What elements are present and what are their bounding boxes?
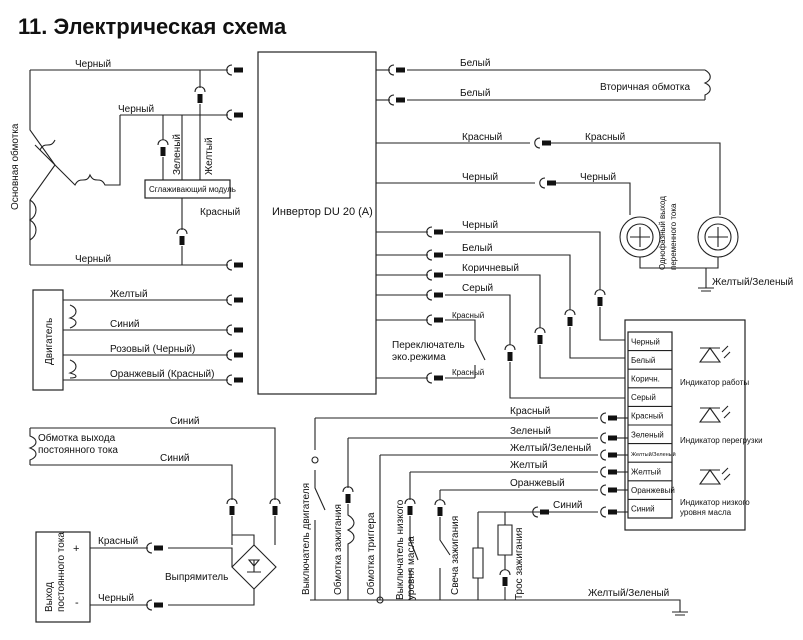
ignition-cable-label: Трос зажигания	[514, 528, 525, 600]
dc-winding-label-1: Обмотка выхода	[38, 432, 116, 444]
wire-label-harness-blue: Синий	[553, 500, 583, 511]
eco-switch-label-1: Переключатель	[392, 340, 465, 351]
ignition-coil-label: Обмотка зажигания	[332, 504, 344, 595]
indicator-oil-label-2: уровня масла	[680, 508, 732, 517]
panel-pin-label: Желтый/Зеленый	[631, 451, 676, 458]
ac-socket-right	[697, 216, 739, 258]
wire-label-secondary-white-2: Белый	[460, 88, 490, 99]
dc-plus-label: +	[73, 543, 79, 555]
wire-label-dc-red: Красный	[98, 536, 138, 547]
led-overload-icon	[698, 405, 731, 423]
wire-label-red-module: Красный	[200, 207, 240, 218]
wire-label-black-1: Черный	[75, 59, 111, 70]
wire-label-dc-blue-2: Синий	[160, 453, 190, 464]
panel-pin-label: Оранжевый	[631, 486, 675, 495]
smoothing-module-label: Сглаживающий модуль	[149, 185, 236, 194]
wire-label-engine-pink: Розовый (Черный)	[110, 344, 195, 355]
panel-pin-label: Коричн.	[631, 375, 660, 384]
led-work-icon	[698, 345, 731, 363]
wire-label-ac-ground: Желтый/Зеленый	[712, 277, 793, 288]
spark-plug-label: Свеча зажигания	[450, 516, 461, 595]
ac-socket-left	[619, 216, 661, 258]
main-winding-label: Основная обмотка	[9, 123, 21, 210]
wire-label-panel-black: Черный	[462, 220, 498, 231]
wire-label-panel-brown: Коричневый	[462, 263, 519, 274]
indicator-work-label: Индикатор работы	[680, 378, 749, 387]
rectifier-label: Выпрямитель	[165, 572, 228, 583]
wire-label-harness-orange: Оранжевый	[510, 478, 565, 489]
dc-output-label-1: Выход	[44, 582, 55, 612]
engine-switch-label: Выключатель двигателя	[301, 483, 312, 595]
wire-label-panel-gray: Серый	[462, 283, 493, 294]
wire-label-black-2: Черный	[118, 104, 154, 115]
dc-output-box	[35, 531, 91, 623]
wire-label-harness-red: Красный	[510, 406, 550, 417]
wire-label-harness-yellow: Желтый	[510, 460, 548, 471]
wire-label-panel-white: Белый	[462, 243, 492, 254]
panel-pin-label: Серый	[631, 393, 656, 402]
dc-winding-label-2: постоянного тока	[38, 445, 118, 456]
wire-label-ac-red-1: Красный	[462, 132, 502, 143]
secondary-winding-label: Вторичная обмотка	[600, 81, 690, 93]
panel-pin-label: Белый	[631, 356, 655, 365]
wire-label-ac-black-2: Черный	[580, 172, 616, 183]
wire-label-engine-blue: Синий	[110, 319, 140, 330]
smoothing-module	[144, 179, 231, 199]
wire-label-engine-yellow: Желтый	[110, 289, 148, 300]
wire-label-ground-bottom: Желтый/Зеленый	[588, 588, 669, 599]
wire-label-eco-red-2: Красный	[452, 368, 484, 377]
ac-output-label-1: Однофазный выход	[658, 196, 667, 270]
inverter-label: Инвертор DU 20 (A)	[272, 206, 373, 218]
inverter-box	[257, 51, 377, 395]
wire-label-dc-black: Черный	[98, 593, 134, 604]
engine-box	[32, 289, 64, 391]
rectifier-bridge	[231, 544, 277, 590]
wire-label-engine-orange: Оранжевый (Красный)	[110, 369, 214, 380]
wire-label-ac-red-2: Красный	[585, 132, 625, 143]
ac-output-label-2: переменного тока	[669, 203, 678, 270]
panel-pin-label: Синий	[631, 505, 655, 514]
wire-label-eco-red-1: Красный	[452, 311, 484, 320]
wire-label-yellow-module: Желтый	[204, 137, 215, 175]
wire-label-secondary-white-1: Белый	[460, 58, 490, 69]
main-winding-coil	[28, 70, 121, 265]
eco-switch-label-2: эко.режима	[392, 352, 446, 363]
indicator-overload-label: Индикатор перегрузки	[680, 436, 763, 445]
dc-minus-label: -	[75, 597, 79, 609]
engine-label: Двигатель	[44, 318, 55, 365]
indicator-oil-label-1: Индикатор низкого	[680, 498, 750, 507]
wire-label-green-module: Зеленый	[172, 134, 183, 175]
panel-pin-label: Желтый	[631, 468, 661, 477]
page-title: 11. Электрическая схема	[18, 14, 287, 39]
dc-output-label-2: постоянного тока	[56, 532, 67, 612]
wire-label-dc-blue: Синий	[170, 416, 200, 427]
trigger-coil-label: Обмотка триггера	[365, 512, 377, 595]
wire-label-harness-green: Зеленый	[510, 426, 551, 437]
panel-pin-label: Черный	[631, 337, 660, 346]
panel-pin-label: Красный	[631, 412, 663, 421]
oil-switch-label-2: уровня масла	[406, 536, 417, 600]
wire-label-black-3: Черный	[75, 254, 111, 265]
led-oil-icon	[698, 467, 731, 485]
oil-switch-label-1: Выключатель низкого	[395, 499, 406, 600]
wire-label-ac-black-1: Черный	[462, 172, 498, 183]
wire-label-harness-yg: Желтый/Зеленый	[510, 443, 591, 454]
panel-pin-label: Зеленый	[631, 430, 664, 439]
